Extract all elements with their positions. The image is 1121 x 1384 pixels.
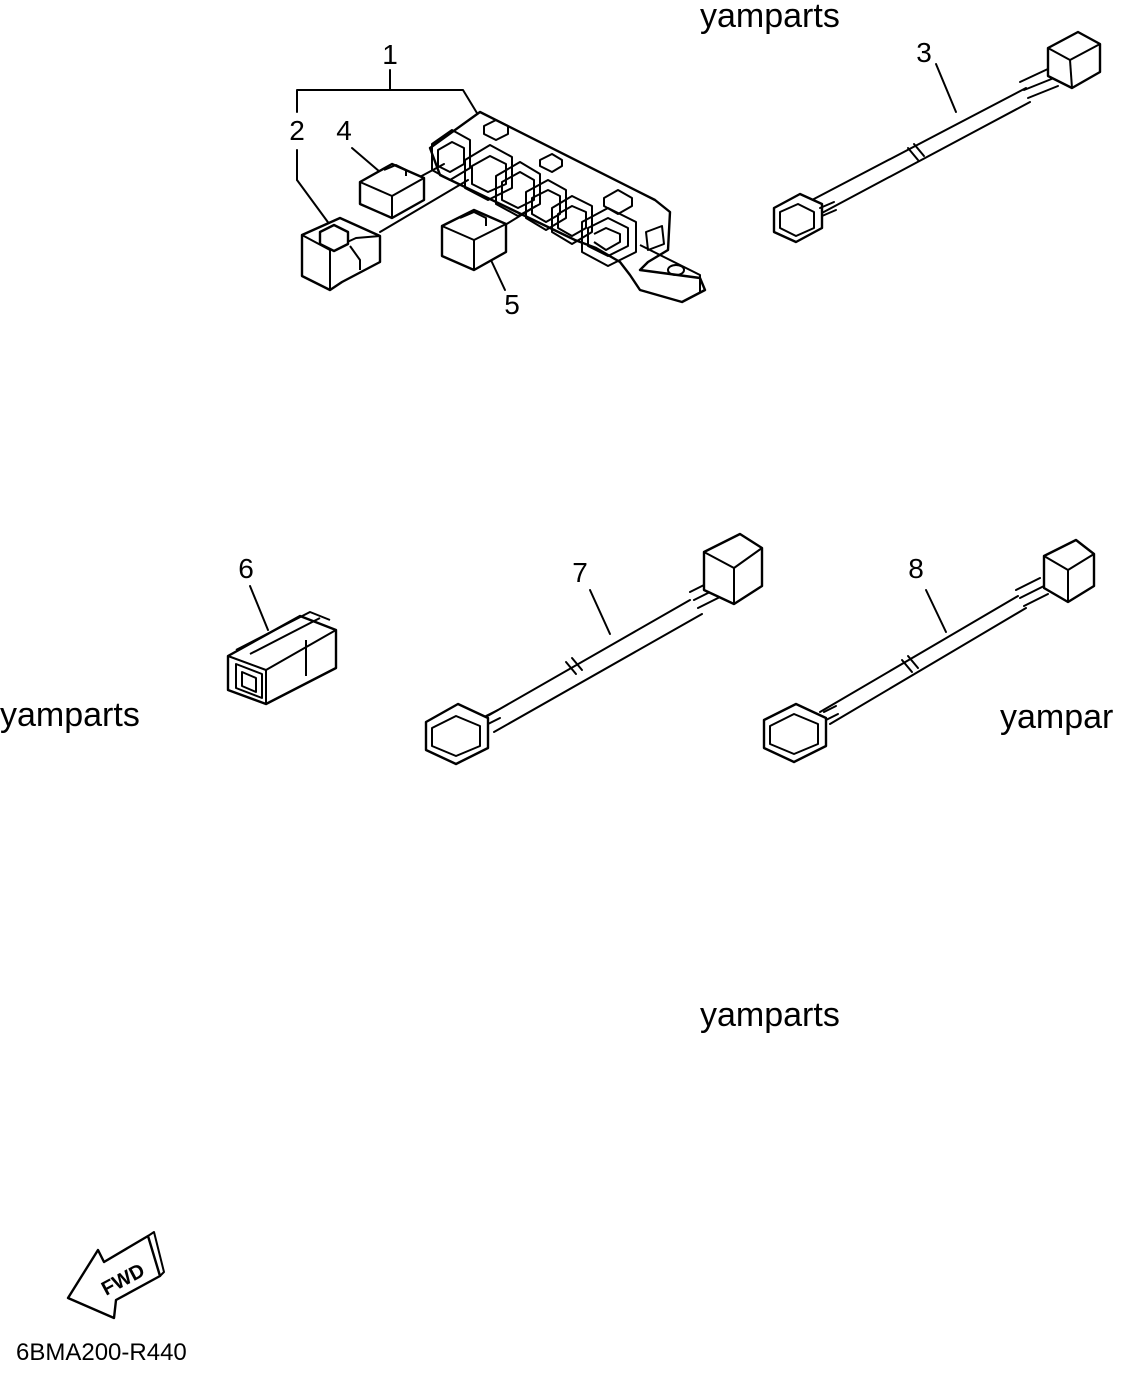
callout-3: 3 — [916, 37, 932, 68]
part-8-harness — [762, 538, 1096, 764]
callout-4: 4 — [336, 115, 352, 146]
watermark-right: yampar — [1000, 698, 1113, 736]
diagram-code: 6BMA200-R440 — [16, 1339, 187, 1366]
part-6-connector — [226, 585, 338, 706]
callout-7: 7 — [572, 557, 588, 588]
callout-5: 5 — [504, 289, 520, 320]
fwd-arrow-icon: FWD — [66, 1231, 165, 1320]
part-5-cap — [440, 208, 508, 291]
part-7-harness — [424, 532, 764, 766]
callout-8: 8 — [908, 553, 924, 584]
watermark-top: yamparts — [700, 0, 840, 35]
part-2-connector — [296, 149, 382, 292]
watermark-bottom: yamparts — [700, 996, 840, 1034]
watermark-left: yamparts — [0, 696, 140, 734]
part-3-harness — [772, 30, 1102, 244]
part-4-cap — [351, 147, 426, 220]
callout-1: 1 — [382, 39, 398, 70]
callout-6: 6 — [238, 553, 254, 584]
callout-2: 2 — [289, 115, 305, 146]
